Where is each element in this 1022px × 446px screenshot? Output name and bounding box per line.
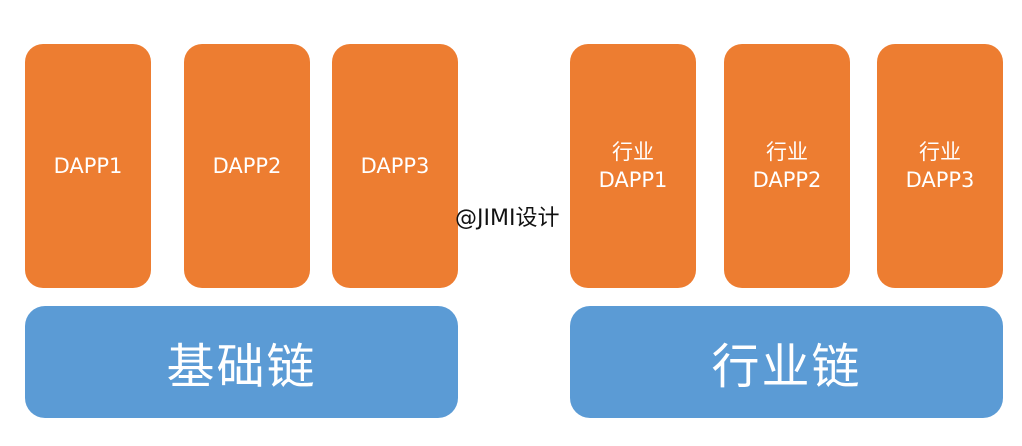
dapp1-label: DAPP1 — [53, 154, 123, 178]
watermark-text: @JIMI设计 — [455, 206, 560, 231]
industry-dapp2-line1: 行业 — [766, 140, 808, 164]
industry-dapp3-line2: DAPP3 — [905, 168, 975, 192]
dapp1-box: DAPP1 — [25, 44, 151, 288]
dapp3-box: DAPP3 — [332, 44, 458, 288]
industry-dapp3-box: 行业 DAPP3 — [877, 44, 1003, 288]
base-chain-box: 基础链 — [25, 306, 458, 418]
industry-chain-label: 行业链 — [711, 339, 862, 395]
industry-dapp1-line1: 行业 — [612, 140, 654, 164]
industry-dapp2-box: 行业 DAPP2 — [724, 44, 850, 288]
industry-dapp2-line2: DAPP2 — [752, 168, 822, 192]
dapp2-box: DAPP2 — [184, 44, 310, 288]
base-chain-label: 基础链 — [166, 339, 317, 395]
dapp2-label: DAPP2 — [212, 154, 282, 178]
dapp3-label: DAPP3 — [360, 154, 430, 178]
industry-dapp1-box: 行业 DAPP1 — [570, 44, 696, 288]
industry-dapp3-line1: 行业 — [919, 140, 961, 164]
industry-chain-box: 行业链 — [570, 306, 1003, 418]
industry-dapp1-line2: DAPP1 — [598, 168, 668, 192]
